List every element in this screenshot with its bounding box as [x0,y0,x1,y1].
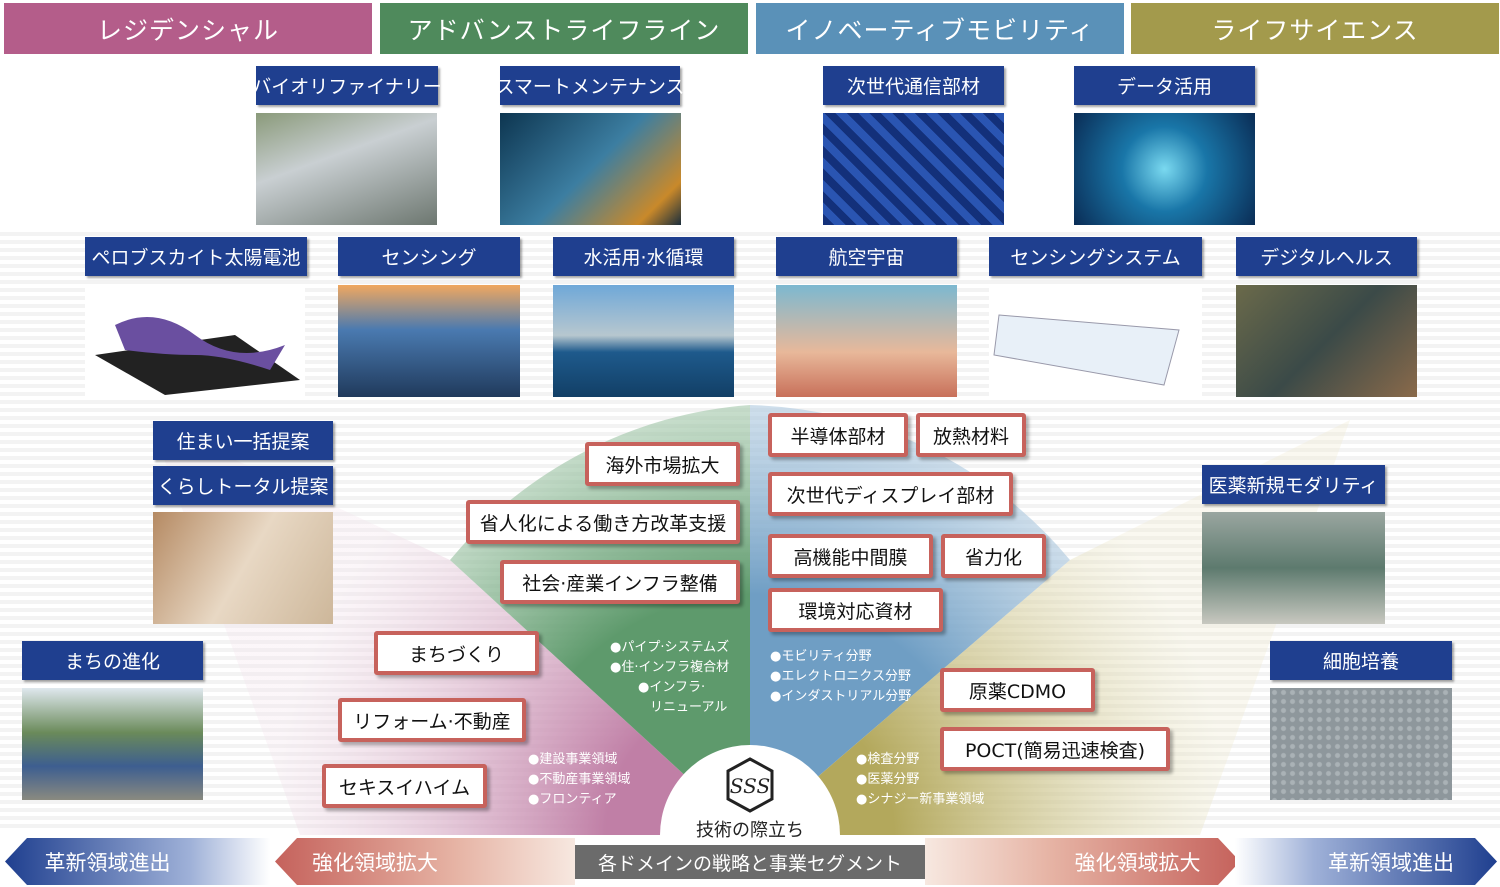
header-life-science: ライフサイエンス [1131,3,1499,54]
bullets-green: ●パイプ·システムズ ●住·インフラ複合材 ●インフラ· リニューアル [610,638,729,718]
town-photo [22,688,203,800]
theme-water: 水活用·水循環 [553,237,734,276]
segment-overseas: 海外市場拡大 [585,442,740,486]
arrow-strengthen-left: 強化領域拡大 [275,838,575,885]
center-strategy-bar: 各ドメインの戦略と事業セグメント [575,845,925,879]
cell-culture-photo [1270,688,1452,800]
header-residential: レジデンシャル [4,3,372,54]
theme-town-evolution: まちの進化 [22,641,203,680]
data-use-photo [1074,113,1255,225]
segment-cdmo: 原薬CDMO [940,668,1095,712]
bullets-pink: ●建設事業領域 ●不動産事業領域 ●フロンティア [528,750,630,810]
segment-sekisui-heim: セキスイハイム [322,764,487,808]
bullet: ●住·インフラ複合材 [610,660,730,675]
segment-infra: 社会·産業インフラ整備 [500,560,740,604]
bullet: ●建設事業領域 [528,752,618,767]
bullet: ●エレクトロニクス分野 [770,669,911,684]
arrow-innovation-right: 革新領域進出 [1235,838,1497,885]
segment-eco: 環境対応資材 [768,588,943,632]
bullet: ●インダストリアル分野 [770,689,912,704]
header-innovative-mobility: イノベーティブモビリティ [756,3,1124,54]
segment-display: 次世代ディスプレイ部材 [768,472,1013,516]
sensing-photo [338,285,520,397]
segment-labor-saving: 省人化による働き方改革支援 [466,500,740,544]
arrow-label: 強化領域拡大 [1074,850,1201,875]
theme-aerospace: 航空宇宙 [776,237,957,276]
pharma-modality-photo [1202,512,1385,624]
theme-cell-culture: 細胞培養 [1270,641,1452,680]
header-advanced-lifeline: アドバンストライフライン [380,3,748,54]
arrow-label: 強化領域拡大 [312,850,438,875]
digital-health-photo [1236,285,1417,397]
arrow-innovation-left: 革新領域進出 [5,838,270,885]
bullet: ●不動産事業領域 [528,772,631,787]
center-label: 技術の際立ち [696,820,804,841]
sensing-system-photo [989,285,1202,397]
theme-digital-health: デジタルヘルス [1236,237,1417,276]
theme-pharma-modality: 医薬新規モダリティ [1202,465,1385,504]
segment-thermal: 放熱材料 [916,413,1026,457]
theme-perovskite: ペロブスカイト太陽電池 [85,237,307,276]
theme-housing-package: 住まい一括提案 [153,421,333,460]
theme-sensing-system: センシングシステム [989,237,1202,276]
svg-text:SSS: SSS [730,774,770,798]
segment-machizukuri: まちづくり [374,631,539,675]
arrow-strengthen-right: 強化領域拡大 [925,838,1240,885]
bullet: リニューアル [650,700,728,715]
theme-next-gen-comm: 次世代通信部材 [823,66,1004,105]
perovskite-photo [85,285,305,397]
theme-life-total: くらしトータル提案 [153,466,333,505]
bullet: ●フロンティア [528,792,617,807]
bullet: ●検査分野 [856,752,920,767]
segment-poct: POCT(簡易迅速検査) [940,727,1170,771]
next-gen-comm-photo [823,113,1004,225]
bullet: ●シナジー新事業領域 [856,792,985,807]
segment-semiconductor: 半導体部材 [768,413,908,457]
bullet: ●モビリティ分野 [770,649,872,664]
biorefinery-photo [256,113,437,225]
water-photo [553,285,734,397]
aerospace-photo [776,285,957,397]
theme-data-use: データ活用 [1074,66,1255,105]
segment-reform: リフォーム·不動産 [338,698,526,742]
sekisui-logo-icon: SSS [725,757,775,813]
bullets-olive: ●検査分野 ●医薬分野 ●シナジー新事業領域 [856,750,984,810]
bullet: ●医薬分野 [856,772,920,787]
bullets-blue: ●モビリティ分野 ●エレクトロニクス分野 ●インダストリアル分野 [770,647,911,707]
theme-sensing: センシング [338,237,520,276]
arrow-label: 革新領域進出 [1328,850,1454,875]
arrow-label: 革新領域進出 [44,850,171,875]
segment-interlayer: 高機能中間膜 [768,534,933,578]
bullet: ●インフラ· [638,680,706,695]
bullet: ●パイプ·システムズ [610,640,730,655]
theme-smart-maintenance: スマートメンテナンス [495,66,685,105]
smart-maintenance-photo [500,113,681,225]
segment-shoryoku: 省力化 [941,534,1046,578]
life-total-photo [153,512,333,624]
theme-biorefinery: バイオリファイナリー [252,66,442,105]
